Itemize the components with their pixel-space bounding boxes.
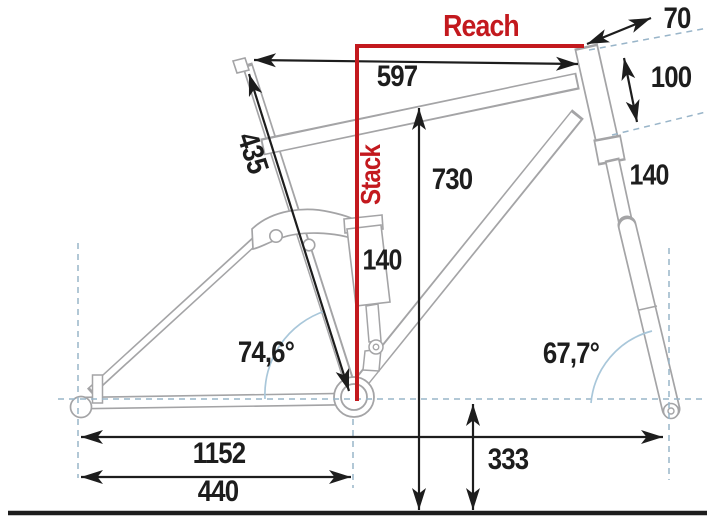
seat-stay bbox=[86, 236, 260, 396]
fork-lower-leg bbox=[617, 215, 681, 419]
dropout-plate bbox=[91, 374, 104, 404]
down-tube bbox=[352, 109, 584, 391]
measurement-arrow-stem-70 bbox=[586, 16, 652, 46]
dashed-line-head-tube-bottom bbox=[611, 111, 707, 136]
seat-collar bbox=[231, 57, 251, 74]
wheelbase-label: 1152 bbox=[192, 437, 246, 470]
stem-length-label: 70 bbox=[663, 2, 692, 35]
shock-absorber bbox=[343, 214, 391, 372]
reach-stack-lines bbox=[355, 44, 584, 401]
head-tube bbox=[574, 43, 619, 143]
head-tube-angle-label: 67,7° bbox=[542, 337, 600, 370]
head-angle-arc bbox=[590, 330, 653, 404]
standover-label: 730 bbox=[431, 163, 473, 196]
bb-height-label: 333 bbox=[487, 443, 529, 476]
bottom-bracket-inner bbox=[340, 383, 368, 411]
front-axle-center bbox=[667, 407, 675, 415]
measurement-arrow-top-tube-597 bbox=[253, 53, 579, 71]
head-tube-length-label: 100 bbox=[650, 61, 692, 94]
fork-length-label: 140 bbox=[629, 159, 669, 192]
stack-label: Stack bbox=[355, 145, 386, 205]
reach-label: Reach bbox=[443, 8, 520, 43]
rear-dropout bbox=[69, 395, 93, 419]
shock-length-label: 140 bbox=[362, 244, 402, 277]
seat-tube-angle-label: 74,6° bbox=[237, 336, 295, 369]
chainstay-label: 440 bbox=[197, 475, 239, 508]
top-tube-label: 597 bbox=[376, 60, 418, 93]
measurement-arrow-head-tube-100 bbox=[621, 57, 640, 123]
measurement-arrow-seat-tube-435 bbox=[247, 73, 351, 392]
fork-crown bbox=[593, 134, 626, 166]
